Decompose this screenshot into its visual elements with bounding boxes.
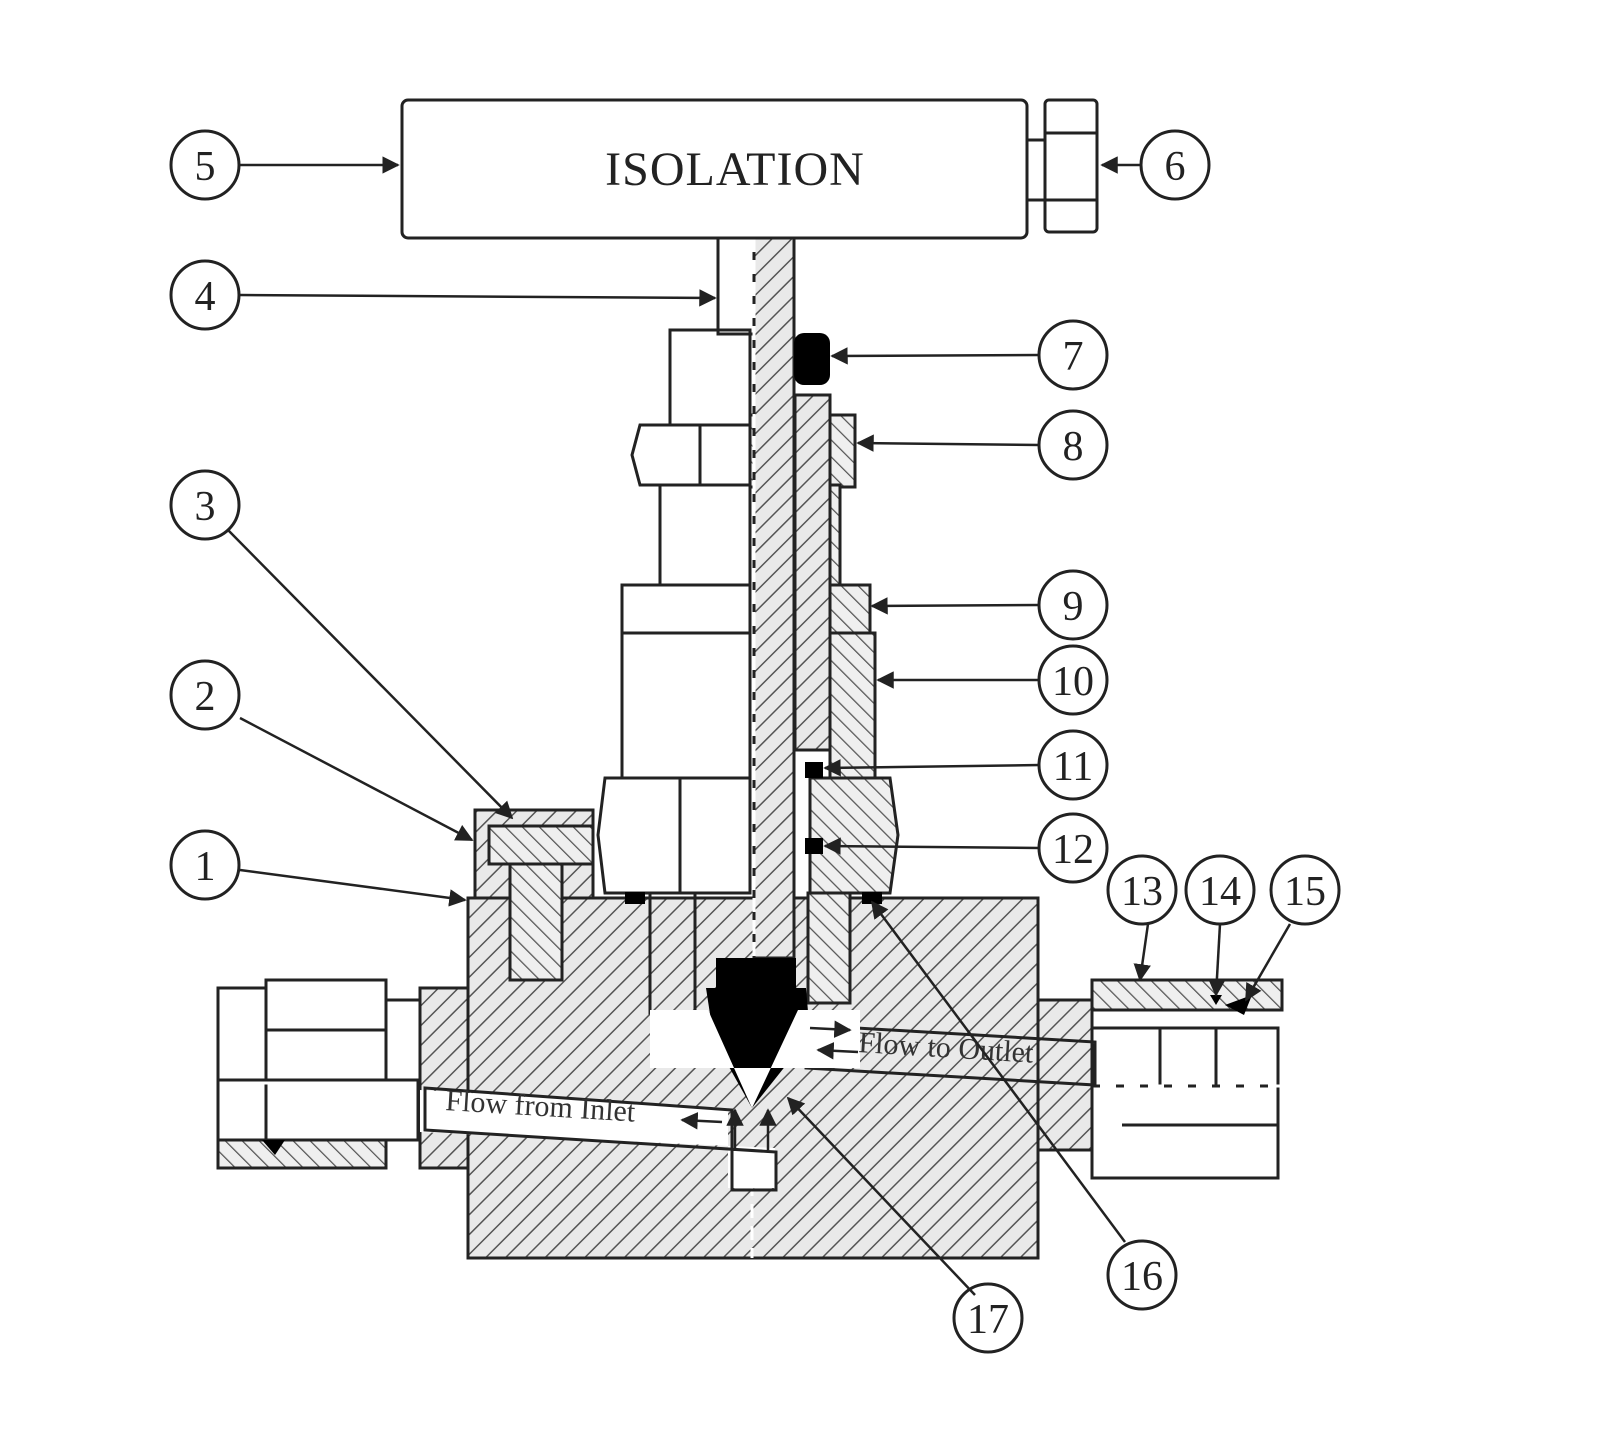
- svg-text:11: 11: [1053, 744, 1093, 790]
- svg-text:15: 15: [1284, 869, 1326, 915]
- svg-text:6: 6: [1165, 144, 1186, 190]
- callout-5: 5: [169, 129, 241, 201]
- callout-2: 2: [169, 659, 241, 731]
- top-seal: [794, 333, 830, 385]
- callout-6: 6: [1139, 129, 1211, 201]
- callouts: 5 6 4 7 8 3 9 10: [169, 129, 1341, 1354]
- stem: [716, 236, 796, 988]
- packing-seal-11: [805, 762, 823, 778]
- callout-8: 8: [1037, 409, 1109, 481]
- handle-assembly: [400, 98, 1099, 240]
- callout-1: 1: [169, 829, 241, 901]
- svg-text:12: 12: [1052, 827, 1094, 873]
- flow-passages: [420, 1010, 1097, 1192]
- lock-plate-assembly: [473, 808, 595, 982]
- svg-text:5: 5: [195, 144, 216, 190]
- callout-14: 14: [1184, 854, 1256, 926]
- svg-text:17: 17: [967, 1297, 1009, 1343]
- svg-text:4: 4: [195, 274, 216, 320]
- bonnet-seal-ring: [625, 892, 645, 904]
- packing-seal-12: [805, 838, 823, 854]
- leader-lines: [227, 156, 1292, 1296]
- svg-text:3: 3: [195, 484, 216, 530]
- callout-7: 7: [1037, 319, 1109, 391]
- svg-text:10: 10: [1052, 659, 1094, 705]
- svg-text:1: 1: [195, 844, 216, 890]
- callout-17: 17: [952, 1282, 1024, 1354]
- svg-text:7: 7: [1063, 334, 1084, 380]
- seat: [706, 988, 810, 1108]
- callout-16: 16: [1106, 1239, 1178, 1311]
- svg-text:2: 2: [195, 674, 216, 720]
- handle-label: ISOLATION: [605, 143, 865, 196]
- callout-11: 11: [1037, 729, 1109, 801]
- svg-text:14: 14: [1199, 869, 1241, 915]
- callout-10: 10: [1037, 644, 1109, 716]
- callout-13: 13: [1106, 854, 1178, 926]
- svg-text:8: 8: [1063, 424, 1084, 470]
- left-end-fitting: [216, 978, 422, 1170]
- callout-12: 12: [1037, 812, 1109, 884]
- svg-text:13: 13: [1121, 869, 1163, 915]
- right-end-fitting: [1090, 978, 1284, 1180]
- callout-9: 9: [1037, 569, 1109, 641]
- callout-4: 4: [169, 259, 241, 331]
- svg-text:16: 16: [1121, 1254, 1163, 1300]
- svg-text:9: 9: [1063, 584, 1084, 630]
- callout-15: 15: [1269, 854, 1341, 926]
- callout-3: 3: [169, 469, 241, 541]
